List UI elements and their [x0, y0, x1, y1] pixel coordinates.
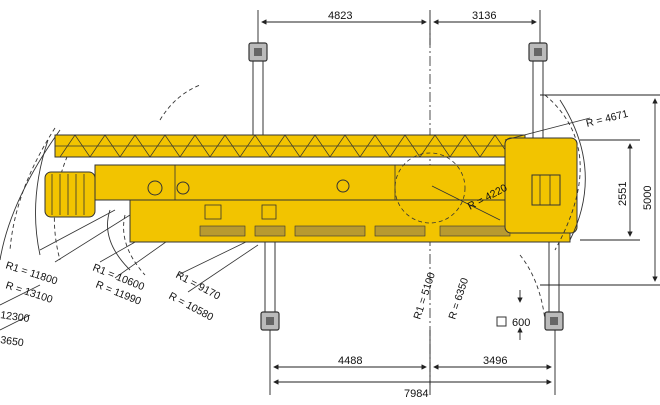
arc-r10600	[107, 209, 131, 271]
boom-head	[44, 171, 96, 218]
label-r12300: 12300	[0, 309, 30, 325]
crane-body	[44, 134, 578, 243]
dim-top-left: 4823	[328, 10, 352, 22]
outrigger-beam-rear-top	[252, 49, 264, 141]
bottom-dimension-lines	[269, 330, 556, 395]
right-dimension-lines	[540, 94, 660, 286]
top-dimension-lines	[257, 10, 541, 45]
outrigger-beam-rear-bottom	[264, 239, 276, 316]
dim-bottom-left: 4488	[338, 355, 362, 367]
label-r6350: R = 6350	[446, 276, 471, 321]
slew-ring	[394, 152, 466, 224]
dim-top-right: 3136	[472, 10, 496, 22]
legend-600: 600	[512, 317, 530, 329]
dim-bottom-total: 7984	[404, 388, 428, 400]
arc-r13650	[0, 129, 61, 261]
arc-r12300	[9, 127, 56, 251]
lattice-jib	[54, 134, 526, 158]
arc-r11990	[123, 214, 146, 276]
label-r13650: 3650	[0, 334, 25, 349]
outrigger-beam-front-bottom	[548, 239, 560, 316]
radius-leaders	[0, 209, 259, 331]
boom-pivot-icon	[147, 180, 163, 196]
dim-bottom-right: 3496	[483, 355, 507, 367]
driver-cab	[504, 137, 578, 234]
label-r5100: R1 = 5100	[411, 271, 438, 321]
legend-square	[496, 316, 507, 327]
dim-right-outer: 5000	[642, 186, 654, 210]
label-r4671: R = 4671	[585, 108, 630, 130]
arc-r11800	[35, 139, 49, 256]
arc-upper	[159, 84, 201, 121]
front-swing-arcs	[519, 94, 586, 321]
dim-right-inner: 2551	[617, 182, 629, 206]
